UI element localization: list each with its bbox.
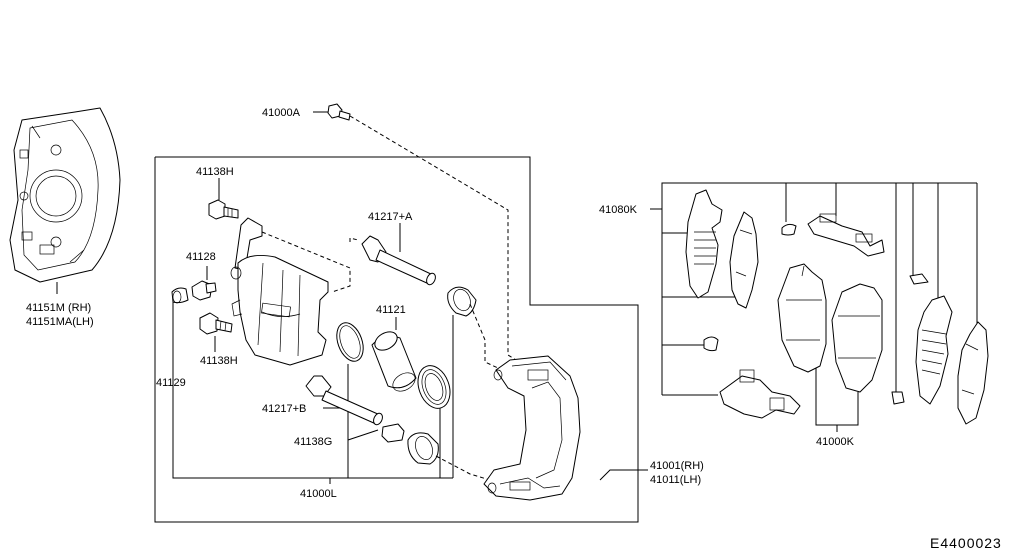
sleeve-41138g xyxy=(347,423,405,443)
pin-boot-upper xyxy=(447,286,477,317)
dust-shield xyxy=(9,107,121,283)
label-41000k: 41000K xyxy=(816,436,855,448)
spring-clips xyxy=(807,213,885,257)
caliper-support-bracket xyxy=(483,355,581,501)
guide-pin-41217b xyxy=(305,375,383,426)
pad-outer xyxy=(831,283,883,393)
bolt-41000a xyxy=(313,103,351,121)
caliper-assembly-frame xyxy=(154,156,639,523)
small-clip-a xyxy=(909,273,929,285)
bolt-41138h-top xyxy=(208,178,239,220)
label-41138h-top: 41138H xyxy=(196,166,234,178)
label-41151m-rh: 41151M (RH) xyxy=(26,302,91,314)
shim-outer-right xyxy=(915,295,953,405)
label-41121: 41121 xyxy=(376,304,406,316)
small-clip-b xyxy=(891,391,905,405)
guide-pin-41217a xyxy=(361,223,436,286)
bleeder-41128 xyxy=(191,266,217,301)
label-41000l: 41000L xyxy=(300,488,337,500)
label-41011-lh: 41011(LH) xyxy=(650,474,701,486)
shim-outer-left xyxy=(685,189,723,299)
bolt-41138h-bottom xyxy=(199,312,233,352)
label-41000a: 41000A xyxy=(262,107,301,119)
label-41128: 41128 xyxy=(186,251,216,263)
diagram-reference-code: E4400023 xyxy=(930,535,1002,551)
caliper-body xyxy=(230,217,329,366)
piston-seal xyxy=(336,322,364,362)
clip-c xyxy=(703,336,719,352)
pin-boot-lower xyxy=(407,432,439,465)
label-41129: 41129 xyxy=(156,377,186,389)
label-41138g: 41138G xyxy=(294,436,332,448)
pad-kit-bracket xyxy=(661,182,977,395)
shim-inner-right xyxy=(957,321,989,425)
label-41080k: 41080K xyxy=(599,204,638,216)
shim-inner-left xyxy=(729,211,759,309)
cap-41129 xyxy=(171,287,189,304)
piston-41121 xyxy=(371,317,417,392)
label-41151ma-lh: 41151MA(LH) xyxy=(26,316,94,328)
pad-inner xyxy=(777,263,827,373)
clip-small xyxy=(781,223,797,236)
label-41217b: 41217+B xyxy=(262,403,306,415)
label-41001-rh: 41001(RH) xyxy=(650,460,704,472)
abutment-clips xyxy=(719,369,801,419)
label-41217a: 41217+A xyxy=(368,211,413,223)
piston-boot xyxy=(417,365,451,409)
label-41138h-bottom: 41138H xyxy=(200,355,238,367)
